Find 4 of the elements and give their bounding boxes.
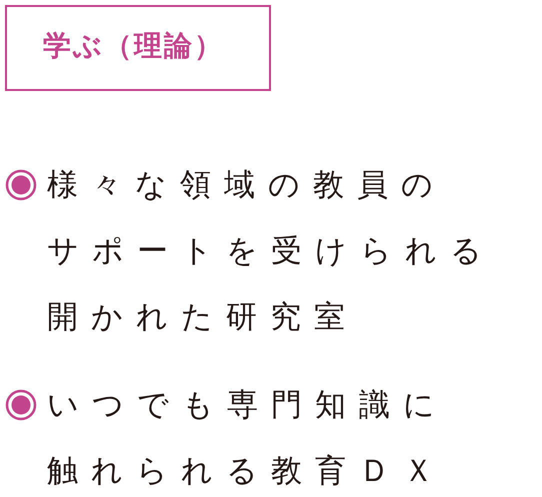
bullet-text: いつでも専門知識に触れられる教育ＤＸ <box>47 386 448 491</box>
bullet-text: 様々な領域の教員のサポートを受けられる開かれた研究室 <box>47 166 495 337</box>
heading-box <box>5 5 271 91</box>
heading-text: 学ぶ（理論） <box>43 28 224 64</box>
